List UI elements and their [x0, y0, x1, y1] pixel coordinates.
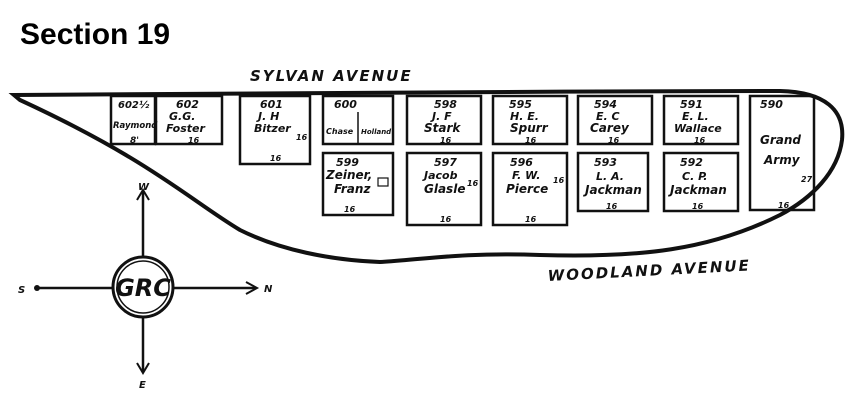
svg-text:Raymond: Raymond — [113, 121, 158, 131]
svg-text:F. W.: F. W. — [512, 169, 540, 182]
svg-text:16: 16 — [606, 202, 618, 211]
lot-592[interactable]: 592 C. P. Jackman 16 — [662, 151, 740, 213]
svg-text:599: 599 — [336, 156, 359, 169]
lot-590[interactable]: 590 Grand Army 27 16 — [748, 94, 816, 212]
compass-center-label: GRC — [115, 274, 171, 302]
street-label-south: WOODLAND AVENUE — [547, 256, 751, 285]
lot-595[interactable]: 595 H. E. Spurr 16 — [491, 94, 569, 146]
svg-text:592: 592 — [680, 156, 703, 169]
svg-text:C. P.: C. P. — [682, 170, 708, 183]
svg-text:596: 596 — [510, 156, 533, 169]
svg-text:Spurr: Spurr — [510, 121, 549, 135]
svg-text:597: 597 — [434, 156, 457, 169]
compass-e-label: E — [139, 380, 146, 391]
svg-text:595: 595 — [509, 98, 532, 111]
svg-text:J. F: J. F — [430, 110, 452, 123]
svg-text:16: 16 — [608, 136, 620, 145]
svg-text:598: 598 — [434, 98, 457, 111]
lot-600[interactable]: 600 Chase Holland — [321, 94, 395, 146]
svg-text:Franz: Franz — [334, 182, 371, 196]
svg-text:27: 27 — [801, 175, 813, 184]
svg-text:16: 16 — [188, 136, 200, 145]
svg-text:Glasle: Glasle — [424, 182, 465, 196]
lot-598[interactable]: 598 J. F Stark 16 — [405, 94, 483, 146]
svg-text:L. A.: L. A. — [596, 170, 624, 183]
svg-text:Pierce: Pierce — [506, 182, 548, 196]
lot-599[interactable]: 599 Zeiner, Franz 16 — [321, 151, 395, 217]
lot-591[interactable]: 591 E. L. Wallace 16 — [662, 94, 740, 146]
svg-text:Wallace: Wallace — [674, 122, 722, 135]
svg-text:594: 594 — [594, 98, 617, 111]
street-label-north: SYLVAN AVENUE — [250, 67, 413, 85]
svg-text:H. E.: H. E. — [510, 110, 539, 123]
svg-text:Chase: Chase — [326, 127, 354, 136]
svg-text:J. H: J. H — [256, 110, 279, 123]
svg-text:Jackman: Jackman — [668, 183, 727, 197]
svg-text:E. L.: E. L. — [682, 110, 709, 123]
svg-text:16: 16 — [467, 179, 479, 188]
svg-text:Grand: Grand — [760, 133, 801, 147]
svg-text:16: 16 — [525, 215, 537, 224]
compass-rose: GRC W N S E — [18, 182, 273, 391]
svg-text:16: 16 — [778, 201, 790, 210]
svg-text:16: 16 — [692, 202, 704, 211]
svg-text:590: 590 — [760, 98, 783, 111]
lot-601[interactable]: 601 J. H Bitzer 16 16 — [238, 94, 312, 166]
svg-text:Jackman: Jackman — [583, 183, 642, 197]
svg-text:Army: Army — [763, 153, 801, 167]
svg-text:16: 16 — [296, 133, 308, 142]
compass-w-label: W — [138, 182, 150, 193]
svg-text:16: 16 — [525, 136, 537, 145]
svg-text:591: 591 — [680, 98, 703, 111]
page-title: Section 19 — [20, 18, 171, 51]
svg-text:Stark: Stark — [424, 121, 461, 135]
lot-602-half[interactable]: 602½ Raymond 8' — [109, 94, 158, 146]
svg-text:Carey: Carey — [590, 121, 630, 135]
lot-593[interactable]: 593 L. A. Jackman 16 — [576, 151, 650, 213]
svg-text:16: 16 — [694, 136, 706, 145]
svg-text:E. C: E. C — [596, 110, 620, 123]
compass-n-label: N — [264, 284, 273, 295]
svg-text:593: 593 — [594, 156, 617, 169]
lot-594[interactable]: 594 E. C Carey 16 — [576, 94, 654, 146]
svg-text:Jacob: Jacob — [422, 169, 458, 182]
svg-text:16: 16 — [440, 136, 452, 145]
svg-text:601: 601 — [260, 98, 283, 111]
svg-text:Holland: Holland — [361, 128, 392, 136]
lot-602[interactable]: 602 G.G. Foster 16 — [154, 94, 224, 146]
svg-text:Zeiner,: Zeiner, — [325, 168, 372, 182]
svg-text:8': 8' — [130, 136, 139, 146]
svg-text:16: 16 — [270, 154, 282, 163]
svg-text:16: 16 — [440, 215, 452, 224]
svg-text:G.G.: G.G. — [169, 110, 195, 123]
svg-text:600: 600 — [334, 98, 357, 111]
svg-text:Bitzer: Bitzer — [254, 122, 291, 135]
svg-text:Foster: Foster — [166, 122, 205, 135]
svg-text:16: 16 — [553, 176, 565, 185]
svg-text:602: 602 — [176, 98, 199, 111]
svg-text:602½: 602½ — [118, 99, 150, 111]
compass-s-label: S — [18, 285, 25, 296]
lot-596[interactable]: 596 F. W. Pierce 16 16 — [491, 151, 569, 227]
svg-text:16: 16 — [344, 205, 356, 214]
lot-597[interactable]: 597 Jacob Glasle 16 16 — [405, 151, 483, 227]
section-boundary — [8, 88, 845, 265]
